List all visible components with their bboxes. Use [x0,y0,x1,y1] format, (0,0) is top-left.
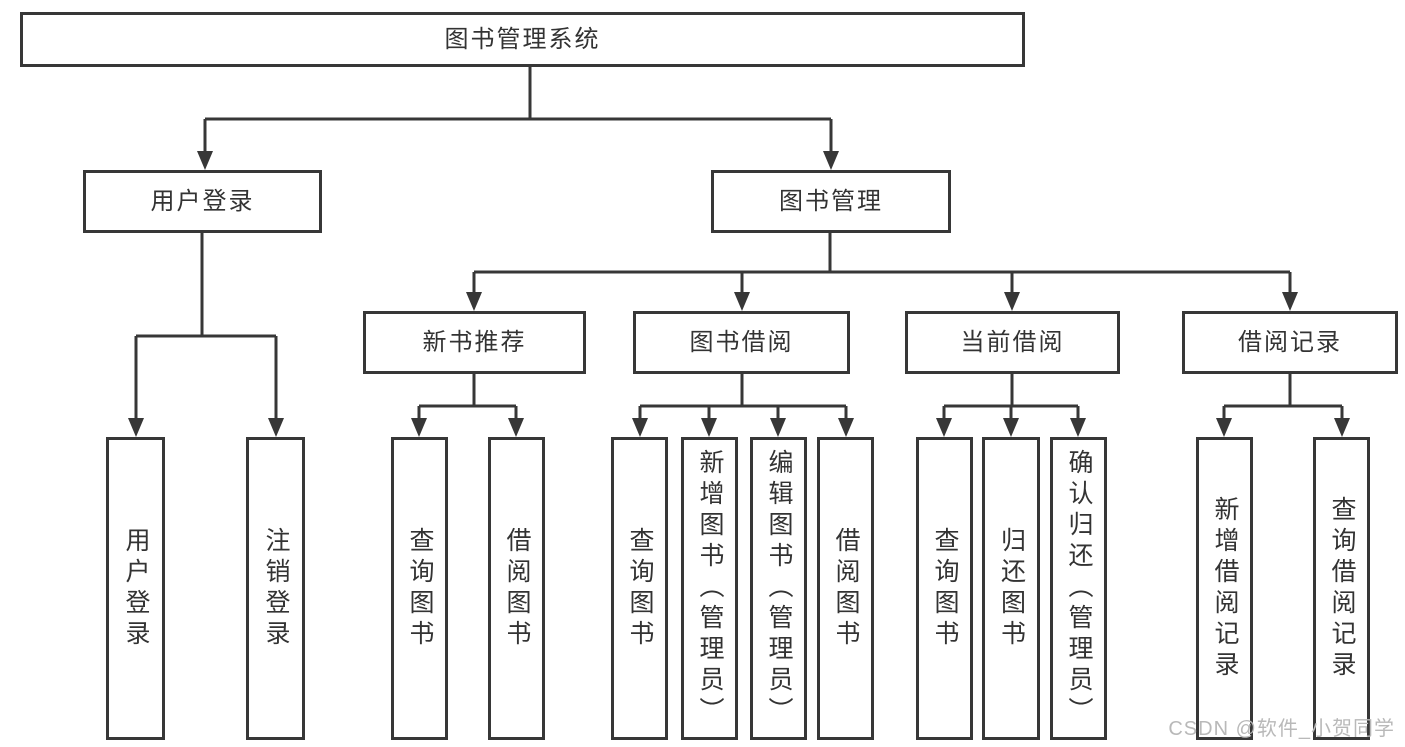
connector-line [474,233,1290,274]
node-label: 编辑图书（管理员） [765,449,793,728]
node-label: 新增借阅记录 [1211,495,1239,682]
node-branch-book-management: 图书管理 [711,170,951,233]
connector-line [944,374,1078,408]
connector-line [419,374,516,408]
connector-line [205,67,831,121]
node-branch-user-login: 用户登录 [83,170,322,233]
arrowhead-down-icon [1282,292,1298,311]
node-group-book-borrowing: 图书借阅 [633,311,850,374]
connector-line [1224,374,1342,408]
arrowhead-down-icon [1003,418,1019,437]
csdn-watermark: CSDN @软件_小贺同学 [1168,718,1395,740]
node-label: 归还图书 [997,526,1026,651]
arrowhead-down-icon [823,151,839,170]
arrowhead-down-icon [466,292,482,311]
node-label: 图书管理 [779,187,883,215]
arrowhead-down-icon [128,418,144,437]
node-leaf-user-login: 用户登录 [106,437,165,740]
node-leaf-borrow-books-recommend: 借阅图书 [488,437,545,740]
node-leaf-query-books-current: 查询图书 [916,437,973,740]
arrowhead-down-icon [770,418,786,437]
arrowhead-down-icon [197,151,213,170]
node-leaf-query-books-recommend: 查询图书 [391,437,448,740]
arrowhead-down-icon [411,418,427,437]
node-label: 新增图书（管理员） [696,449,724,728]
arrowhead-down-icon [701,418,717,437]
node-label: 用户登录 [150,187,255,215]
arrowhead-down-icon [1004,292,1020,311]
arrowhead-down-icon [1334,418,1350,437]
node-label: 查询图书 [626,526,654,651]
node-label: 查询图书 [931,526,959,651]
node-group-borrow-records: 借阅记录 [1182,311,1398,374]
node-group-current-borrowing: 当前借阅 [905,311,1120,374]
arrowhead-down-icon [632,418,648,437]
arrowhead-down-icon [838,418,854,437]
connector-line [640,374,846,408]
node-root-library-management-system: 图书管理系统 [20,12,1025,67]
node-leaf-return-books: 归还图书 [982,437,1040,740]
node-leaf-edit-books-admin: 编辑图书（管理员） [750,437,807,740]
connector-line [136,233,276,338]
node-label: 查询借阅记录 [1328,495,1356,682]
arrowhead-down-icon [1216,418,1232,437]
node-group-new-book-recommend: 新书推荐 [363,311,586,374]
node-leaf-query-borrow-record: 查询借阅记录 [1313,437,1370,740]
node-label: 注销登录 [262,526,290,651]
node-leaf-logout: 注销登录 [246,437,305,740]
node-leaf-confirm-return-admin: 确认归还（管理员） [1050,437,1107,740]
node-label: 新书推荐 [422,328,527,356]
arrowhead-down-icon [268,418,284,437]
node-leaf-borrow-books-borrowing: 借阅图书 [817,437,874,740]
node-label: 当前借阅 [960,328,1065,356]
node-label: 查询图书 [406,526,434,651]
arrowhead-down-icon [508,418,524,437]
arrowhead-down-icon [1070,418,1086,437]
node-label: 借阅记录 [1238,328,1342,356]
node-label: 借阅图书 [503,526,531,651]
node-label: 图书借阅 [689,328,794,356]
arrowhead-down-icon [936,418,952,437]
node-leaf-add-borrow-record: 新增借阅记录 [1196,437,1253,740]
node-leaf-add-books-admin: 新增图书（管理员） [681,437,738,740]
node-leaf-query-books-borrowing: 查询图书 [611,437,668,740]
node-label: 图书管理系统 [444,25,601,53]
arrowhead-down-icon [734,292,750,311]
node-label: 用户登录 [122,526,150,651]
node-label: 确认归还（管理员） [1065,449,1093,728]
node-label: 借阅图书 [832,526,860,651]
